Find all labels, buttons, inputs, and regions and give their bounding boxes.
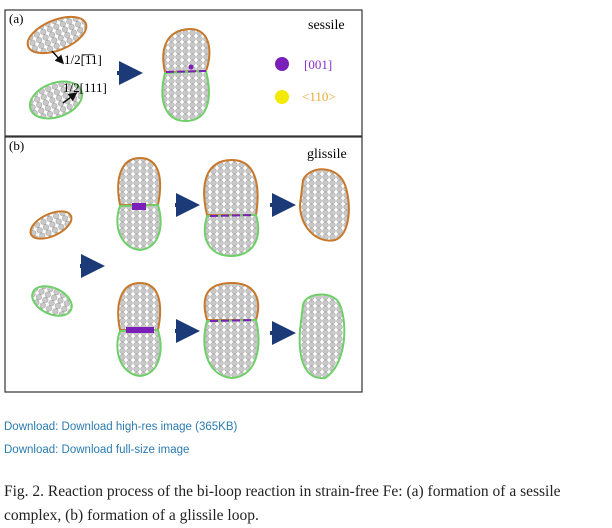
burgers-arrow [51,50,65,65]
download-prefix: Download: [4,421,59,433]
loop-orange [26,15,88,55]
download-prefix: Download: [4,444,59,456]
legend-001-label: [001] [304,57,332,72]
loop-green [31,285,73,317]
download-label: Download full-size image [61,444,190,456]
burgers-arrow [62,92,78,104]
panel-a-title: sessile [308,18,345,33]
panel-b-title: glissile [307,147,347,162]
download-label: Download high-res image (365KB) [61,421,238,433]
panel-a-label: (a) [9,11,23,26]
legend-001-dot [275,57,289,71]
panel-b-label: (b) [9,138,24,153]
loop-orange [162,27,211,74]
loop-green [28,80,84,120]
legend-110-label: <110> [302,89,336,104]
figure-image: (a) sessile 1/2[̅̅1̅̅1] 1/2[111] [001] <… [4,9,363,393]
download-high-res-link[interactable]: Download: Download high-res image (365KB… [4,421,237,433]
loop-orange [29,210,73,240]
reaction-row-2 [116,281,346,380]
figure-caption: Fig. 2. Reaction process of the bi-loop … [4,483,561,524]
loop-green [161,69,210,123]
burgers-vector-top: 1/2[̅̅1̅̅1] [64,52,102,67]
burgers-vector-bottom: 1/2[111] [63,80,107,95]
download-full-size-link[interactable]: Download: Download full-size image [4,444,189,456]
reaction-row-1 [116,156,350,258]
legend-110-dot [275,90,289,104]
